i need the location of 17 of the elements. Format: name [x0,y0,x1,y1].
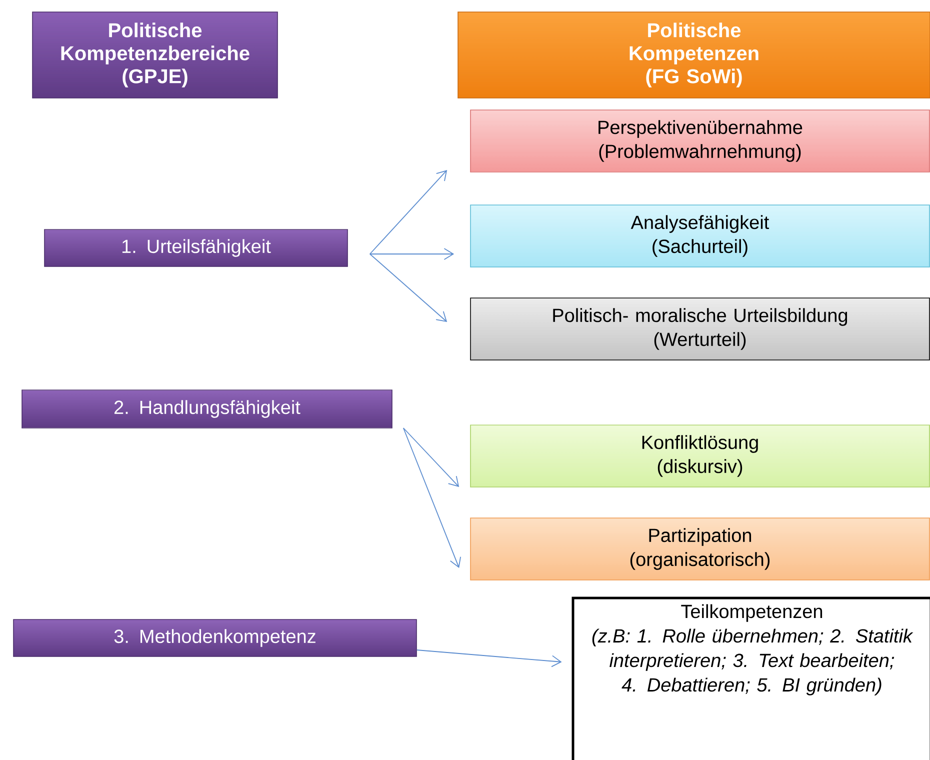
competence-box: Partizipation (organisatorisch) [470,518,930,580]
arrow [369,254,448,322]
header-box: Politische Kompetenzen (FG SoWi) [458,12,930,98]
competence-box: Analysefähigkeit (Sachurteil) [470,204,930,268]
competence-box: Konfliktlösung (diskursiv) [470,424,930,488]
category-box: 1. Urteilsfähigkeit [44,229,348,267]
arrow [369,248,454,260]
arrow [369,170,448,254]
competence-box: Politisch- moralische Urteilsbildung (Werturteil) [470,298,930,360]
category-box: 2. Handlungsfähigkeit [22,390,392,428]
arrow [402,428,460,487]
note-box: Teilkompetenzen (z.B: 1. Rolle übernehmen; 2. Statitik interpretieren; 3. Text bearbeiten; 4. Debattieren; 5. BI gründen) [572,596,930,760]
category-box: 3. Methodenkompetenz [13,619,417,657]
arrow [402,428,462,568]
arrow [416,650,562,668]
header-box: Politische Kompetenzbereiche (GPJE) [32,12,278,98]
competence-box: Perspektivenübernahme (Problemwahrnehmung) [470,110,930,172]
